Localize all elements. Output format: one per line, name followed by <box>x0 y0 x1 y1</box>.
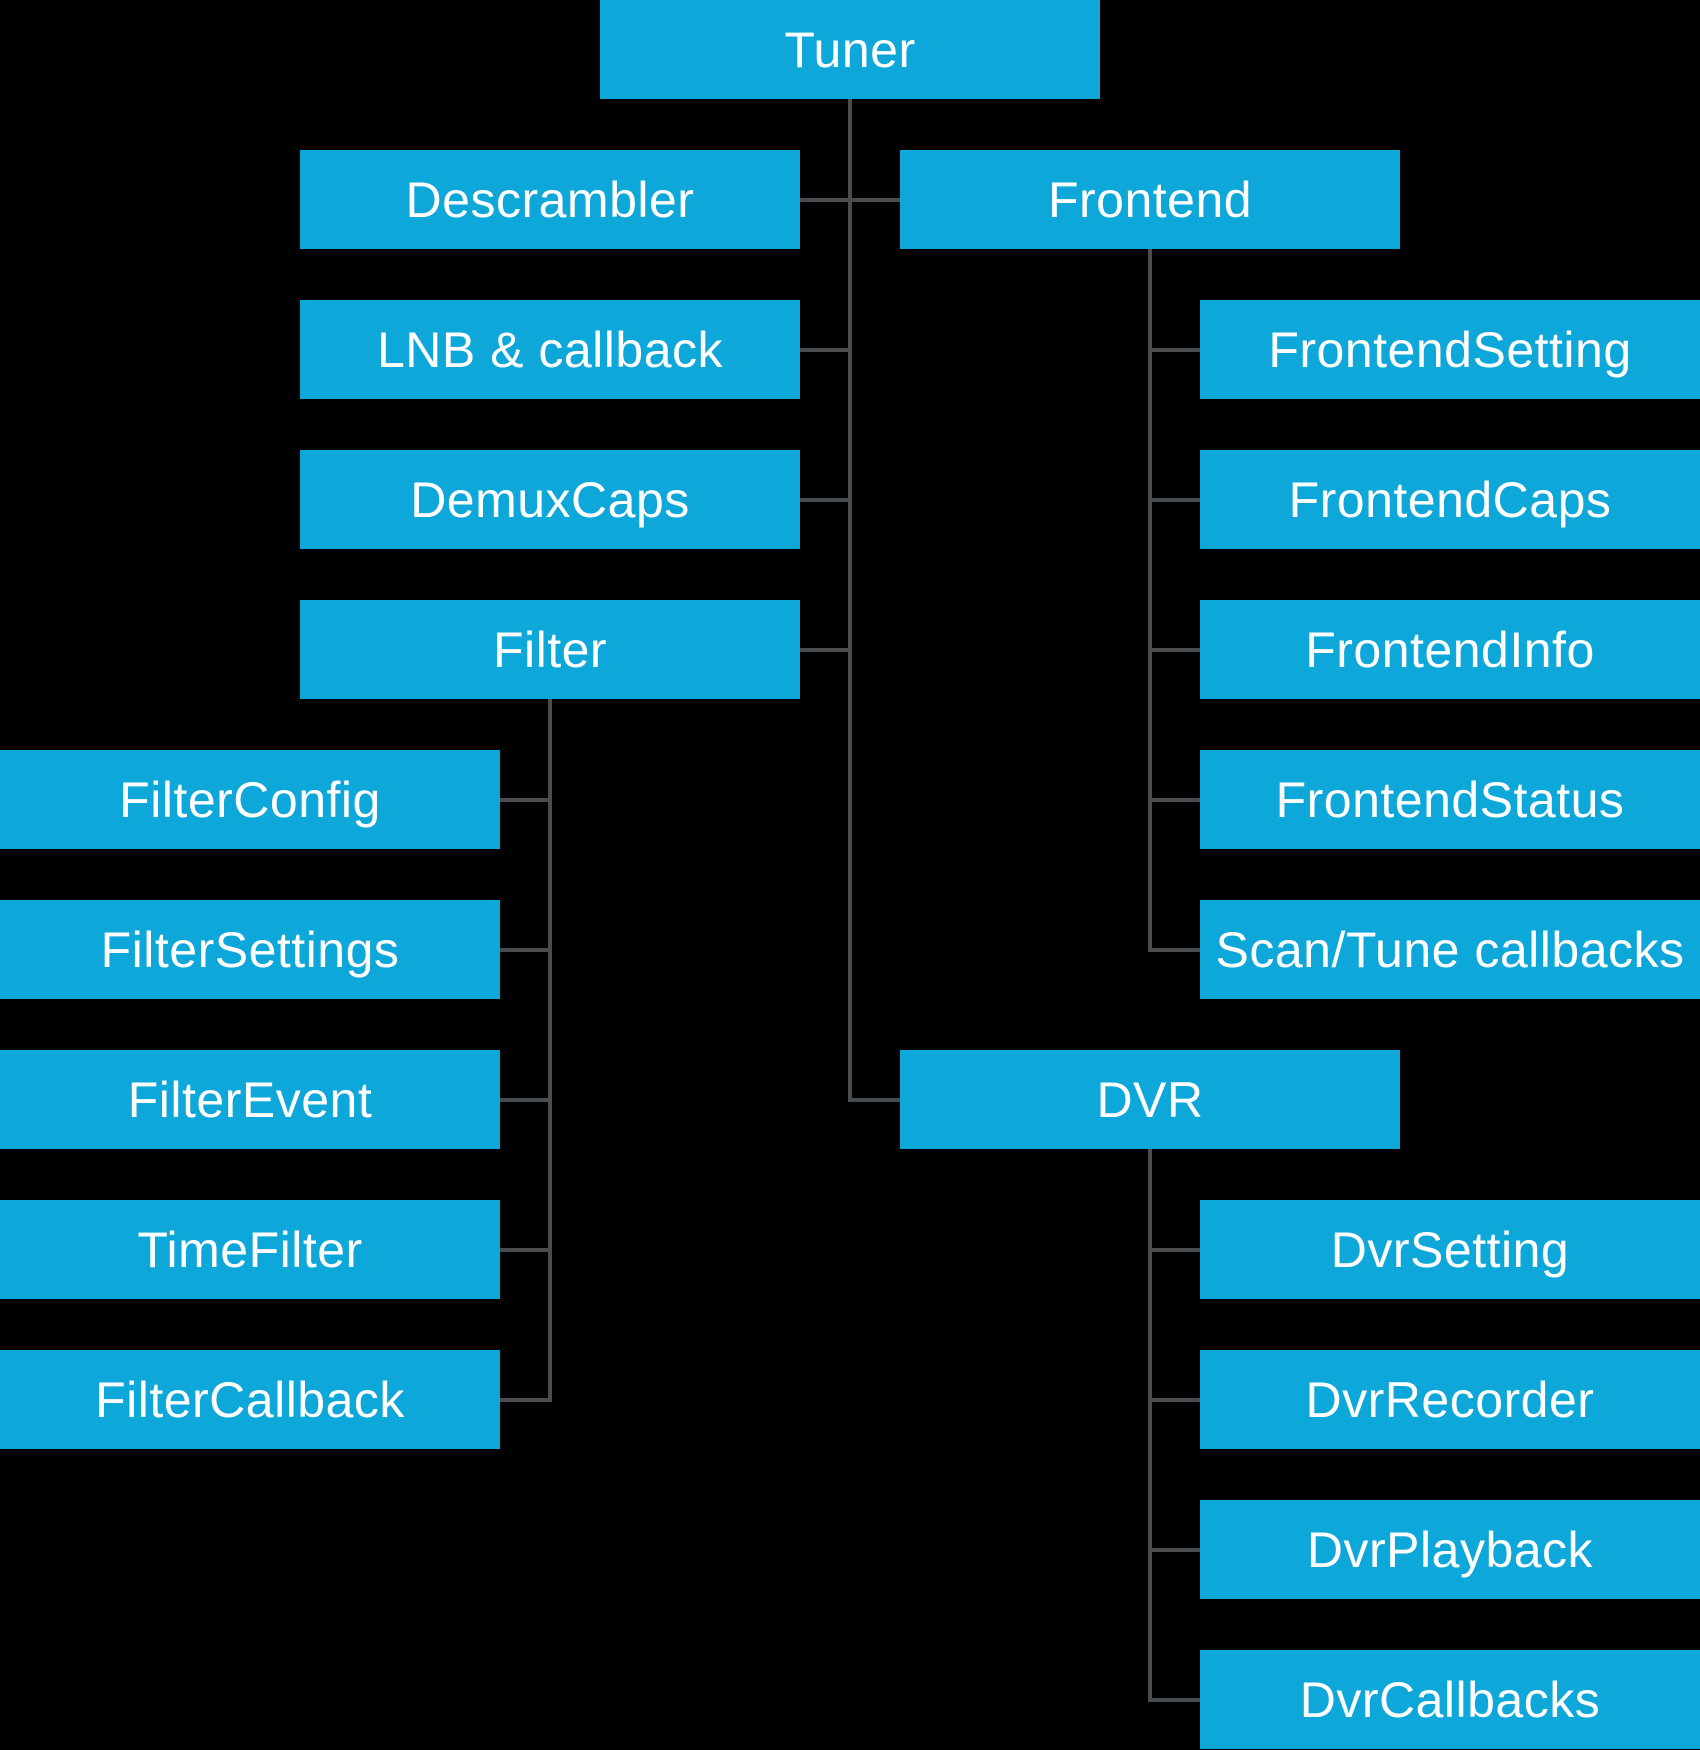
node-dvr-recorder: DvrRecorder <box>1200 1350 1700 1449</box>
connector-line <box>1148 648 1200 652</box>
node-label: Frontend <box>1047 171 1253 228</box>
node-label: Filter <box>492 621 608 678</box>
connector-line <box>1148 798 1200 802</box>
node-scan-tune-callbacks: Scan/Tune callbacks <box>1200 900 1700 999</box>
connector-line <box>1148 1149 1152 1702</box>
node-filter-event: FilterEvent <box>0 1050 500 1149</box>
node-tuner: Tuner <box>600 0 1100 99</box>
node-filter-settings: FilterSettings <box>0 900 500 999</box>
node-label: DemuxCaps <box>410 471 690 528</box>
node-label: FilterCallback <box>95 1371 405 1428</box>
node-label: DvrSetting <box>1330 1221 1570 1278</box>
connector-line <box>848 99 852 1102</box>
node-label: Tuner <box>784 21 916 78</box>
connector-line <box>800 498 852 502</box>
connector-line <box>500 1098 552 1102</box>
node-label: DvrRecorder <box>1305 1371 1595 1428</box>
node-frontend-status: FrontendStatus <box>1200 750 1700 849</box>
node-dvr-playback: DvrPlayback <box>1200 1500 1700 1599</box>
node-frontend: Frontend <box>900 150 1400 249</box>
node-dvr: DVR <box>900 1050 1400 1149</box>
connector-line <box>848 198 900 202</box>
node-demux-caps: DemuxCaps <box>300 450 800 549</box>
node-frontend-setting: FrontendSetting <box>1200 300 1700 399</box>
connector-line <box>500 798 552 802</box>
node-frontend-info: FrontendInfo <box>1200 600 1700 699</box>
node-label: FrontendSetting <box>1268 321 1632 378</box>
node-filter-callback: FilterCallback <box>0 1350 500 1449</box>
connector-line <box>500 1398 552 1402</box>
connector-line <box>1148 348 1200 352</box>
node-time-filter: TimeFilter <box>0 1200 500 1299</box>
connector-line <box>1148 1548 1200 1552</box>
node-label: LNB & callback <box>376 321 724 378</box>
connector-line <box>548 699 552 1402</box>
node-label: DvrPlayback <box>1306 1521 1594 1578</box>
connector-line <box>1148 1248 1200 1252</box>
node-label: Descrambler <box>405 171 695 228</box>
connector-line <box>1148 948 1200 952</box>
node-label: FrontendInfo <box>1305 621 1595 678</box>
node-label: FrontendCaps <box>1288 471 1612 528</box>
connector-line <box>1148 249 1152 952</box>
node-label: Scan/Tune callbacks <box>1215 921 1685 978</box>
node-label: FilterSettings <box>100 921 400 978</box>
node-label: TimeFilter <box>137 1221 363 1278</box>
connector-line <box>1148 1698 1200 1702</box>
connector-line <box>800 198 852 202</box>
node-filter-config: FilterConfig <box>0 750 500 849</box>
connector-line <box>1148 1398 1200 1402</box>
node-label: DvrCallbacks <box>1299 1671 1601 1728</box>
node-frontend-caps: FrontendCaps <box>1200 450 1700 549</box>
node-dvr-setting: DvrSetting <box>1200 1200 1700 1299</box>
connector-line <box>800 348 852 352</box>
node-label: FrontendStatus <box>1275 771 1625 828</box>
node-label: FilterConfig <box>119 771 381 828</box>
node-dvr-callbacks: DvrCallbacks <box>1200 1650 1700 1749</box>
node-label: FilterEvent <box>127 1071 373 1128</box>
node-descrambler: Descrambler <box>300 150 800 249</box>
connector-line <box>800 648 852 652</box>
node-lnb-callback: LNB & callback <box>300 300 800 399</box>
node-filter: Filter <box>300 600 800 699</box>
connector-line <box>1148 498 1200 502</box>
connector-line <box>500 1248 552 1252</box>
connector-line <box>848 1098 900 1102</box>
node-label: DVR <box>1096 1071 1204 1128</box>
connector-line <box>500 948 552 952</box>
